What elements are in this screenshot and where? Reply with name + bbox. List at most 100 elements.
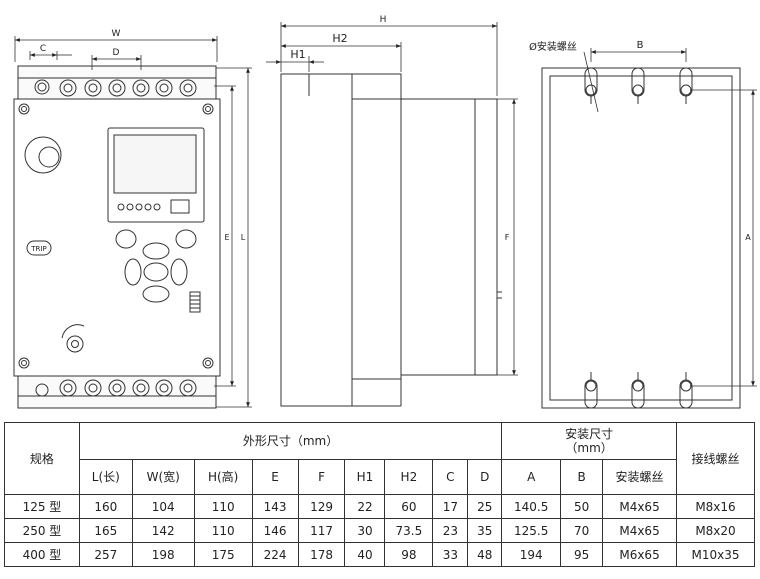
subheader-mount-screw: 安装螺丝 <box>602 459 677 495</box>
subheader-d: D <box>467 459 503 495</box>
lcd-screen <box>113 134 197 194</box>
side-top-step <box>351 73 402 100</box>
dim-l-label: L <box>241 233 246 242</box>
cell-value: 95 <box>560 542 604 567</box>
cell-value: 22 <box>344 494 386 519</box>
table-row: 125 型 160 104 110 143 129 22 60 17 25 14… <box>4 494 756 519</box>
header-model: 规格 <box>4 422 80 495</box>
trip-badge <box>26 240 52 256</box>
cell-value: 104 <box>131 494 195 519</box>
header-mounting: 安装尺寸（mm） <box>501 422 677 460</box>
dim-f-label: F <box>505 233 510 242</box>
cell-value: 160 <box>78 494 133 519</box>
cell-value: 70 <box>560 518 604 543</box>
cell-value: 98 <box>384 542 434 567</box>
front-view <box>13 65 221 409</box>
cell-value: 125.5 <box>501 518 562 543</box>
subheader-h1: H1 <box>344 459 386 495</box>
spec-table: 规格 外形尺寸（mm） 安装尺寸（mm） 接线螺丝 L(长) W(宽) H(高)… <box>4 422 756 567</box>
header-dimensions: 外形尺寸（mm） <box>78 422 503 460</box>
cell-value: 224 <box>251 542 299 567</box>
cell-value: 142 <box>131 518 195 543</box>
led-row <box>117 203 161 211</box>
cell-value: 35 <box>467 518 503 543</box>
cell-value: 60 <box>384 494 434 519</box>
dim-d-label: D <box>113 48 120 58</box>
side-view <box>280 73 502 407</box>
mount-dimensions <box>583 48 757 387</box>
cell-value: 143 <box>251 494 299 519</box>
mount-holes-bottom <box>584 372 693 409</box>
subheader-c: C <box>432 459 469 495</box>
bottom-terminal-screws <box>35 379 197 397</box>
front-dimensions <box>14 36 252 408</box>
header-mounting-line1: 安装尺寸 <box>565 427 614 441</box>
subheader-e: E <box>251 459 299 495</box>
side-base <box>280 73 353 407</box>
cell-value: 198 <box>131 542 195 567</box>
reset-knob <box>66 335 84 353</box>
cell-value: 146 <box>251 518 299 543</box>
cell-value: 30 <box>344 518 386 543</box>
cell-value: M8x20 <box>675 518 756 543</box>
cell-value: 40 <box>344 542 386 567</box>
cell-value: 257 <box>78 542 133 567</box>
cell-value: 110 <box>193 518 253 543</box>
dim-a-label: A <box>745 233 751 242</box>
dim-h1-label: H1 <box>290 48 305 61</box>
keypad <box>115 229 197 303</box>
table-row: 400 型 257 198 175 224 178 40 98 33 48 19… <box>4 542 756 567</box>
mount-hole-label: Ø安装螺丝 <box>529 40 577 53</box>
side-dimensions <box>266 22 518 376</box>
cell-value: 17 <box>432 494 469 519</box>
cell-value: 33 <box>432 542 469 567</box>
display-panel <box>107 127 205 223</box>
subheader-h2: H2 <box>384 459 434 495</box>
cell-model: 400 型 <box>4 542 80 567</box>
cell-value: 175 <box>193 542 253 567</box>
mount-plate <box>541 67 741 409</box>
mount-holes-top <box>584 67 693 104</box>
side-middle <box>351 98 402 380</box>
cell-value: 165 <box>78 518 133 543</box>
dim-b-label: B <box>637 40 644 51</box>
subheader-f: F <box>297 459 346 495</box>
cell-value: 48 <box>467 542 503 567</box>
cell-value: 140.5 <box>501 494 562 519</box>
dim-c-label: C <box>40 44 46 54</box>
dim-h2-label: H2 <box>332 32 347 45</box>
top-knob <box>24 136 62 174</box>
subheader-l: L(长) <box>78 459 133 495</box>
dim-e-label: E <box>224 233 229 242</box>
cell-value: 110 <box>193 494 253 519</box>
subheader-b: B <box>560 459 604 495</box>
dim-h-label: H <box>380 15 387 25</box>
dim-w-label: W <box>112 29 121 39</box>
side-panel <box>474 98 498 376</box>
cell-value: 178 <box>297 542 346 567</box>
cell-value: M4x65 <box>602 494 677 519</box>
cell-value: M4x65 <box>602 518 677 543</box>
cell-value: 23 <box>432 518 469 543</box>
dimension-drawing: TRIP W C D E L <box>13 15 757 409</box>
cell-value: 129 <box>297 494 346 519</box>
cell-value: 73.5 <box>384 518 434 543</box>
dip-switch <box>189 291 201 313</box>
top-terminal-screws <box>34 79 197 97</box>
cell-value: M6x65 <box>602 542 677 567</box>
trip-label: TRIP <box>30 245 46 253</box>
cell-model: 125 型 <box>4 494 80 519</box>
cell-value: 25 <box>467 494 503 519</box>
cell-value: M8x16 <box>675 494 756 519</box>
header-mounting-line2: （mm） <box>565 441 613 455</box>
mount-view <box>541 67 741 409</box>
cell-value: 194 <box>501 542 562 567</box>
subheader-h: H(高) <box>193 459 253 495</box>
side-front-cover <box>400 98 476 376</box>
header-wire-screw: 接线螺丝 <box>675 422 756 495</box>
table-row: 250 型 165 142 110 146 117 30 73.5 23 35 … <box>4 518 756 543</box>
cell-value: 50 <box>560 494 604 519</box>
cell-value: 117 <box>297 518 346 543</box>
subheader-w: W(宽) <box>131 459 195 495</box>
cell-model: 250 型 <box>4 518 80 543</box>
